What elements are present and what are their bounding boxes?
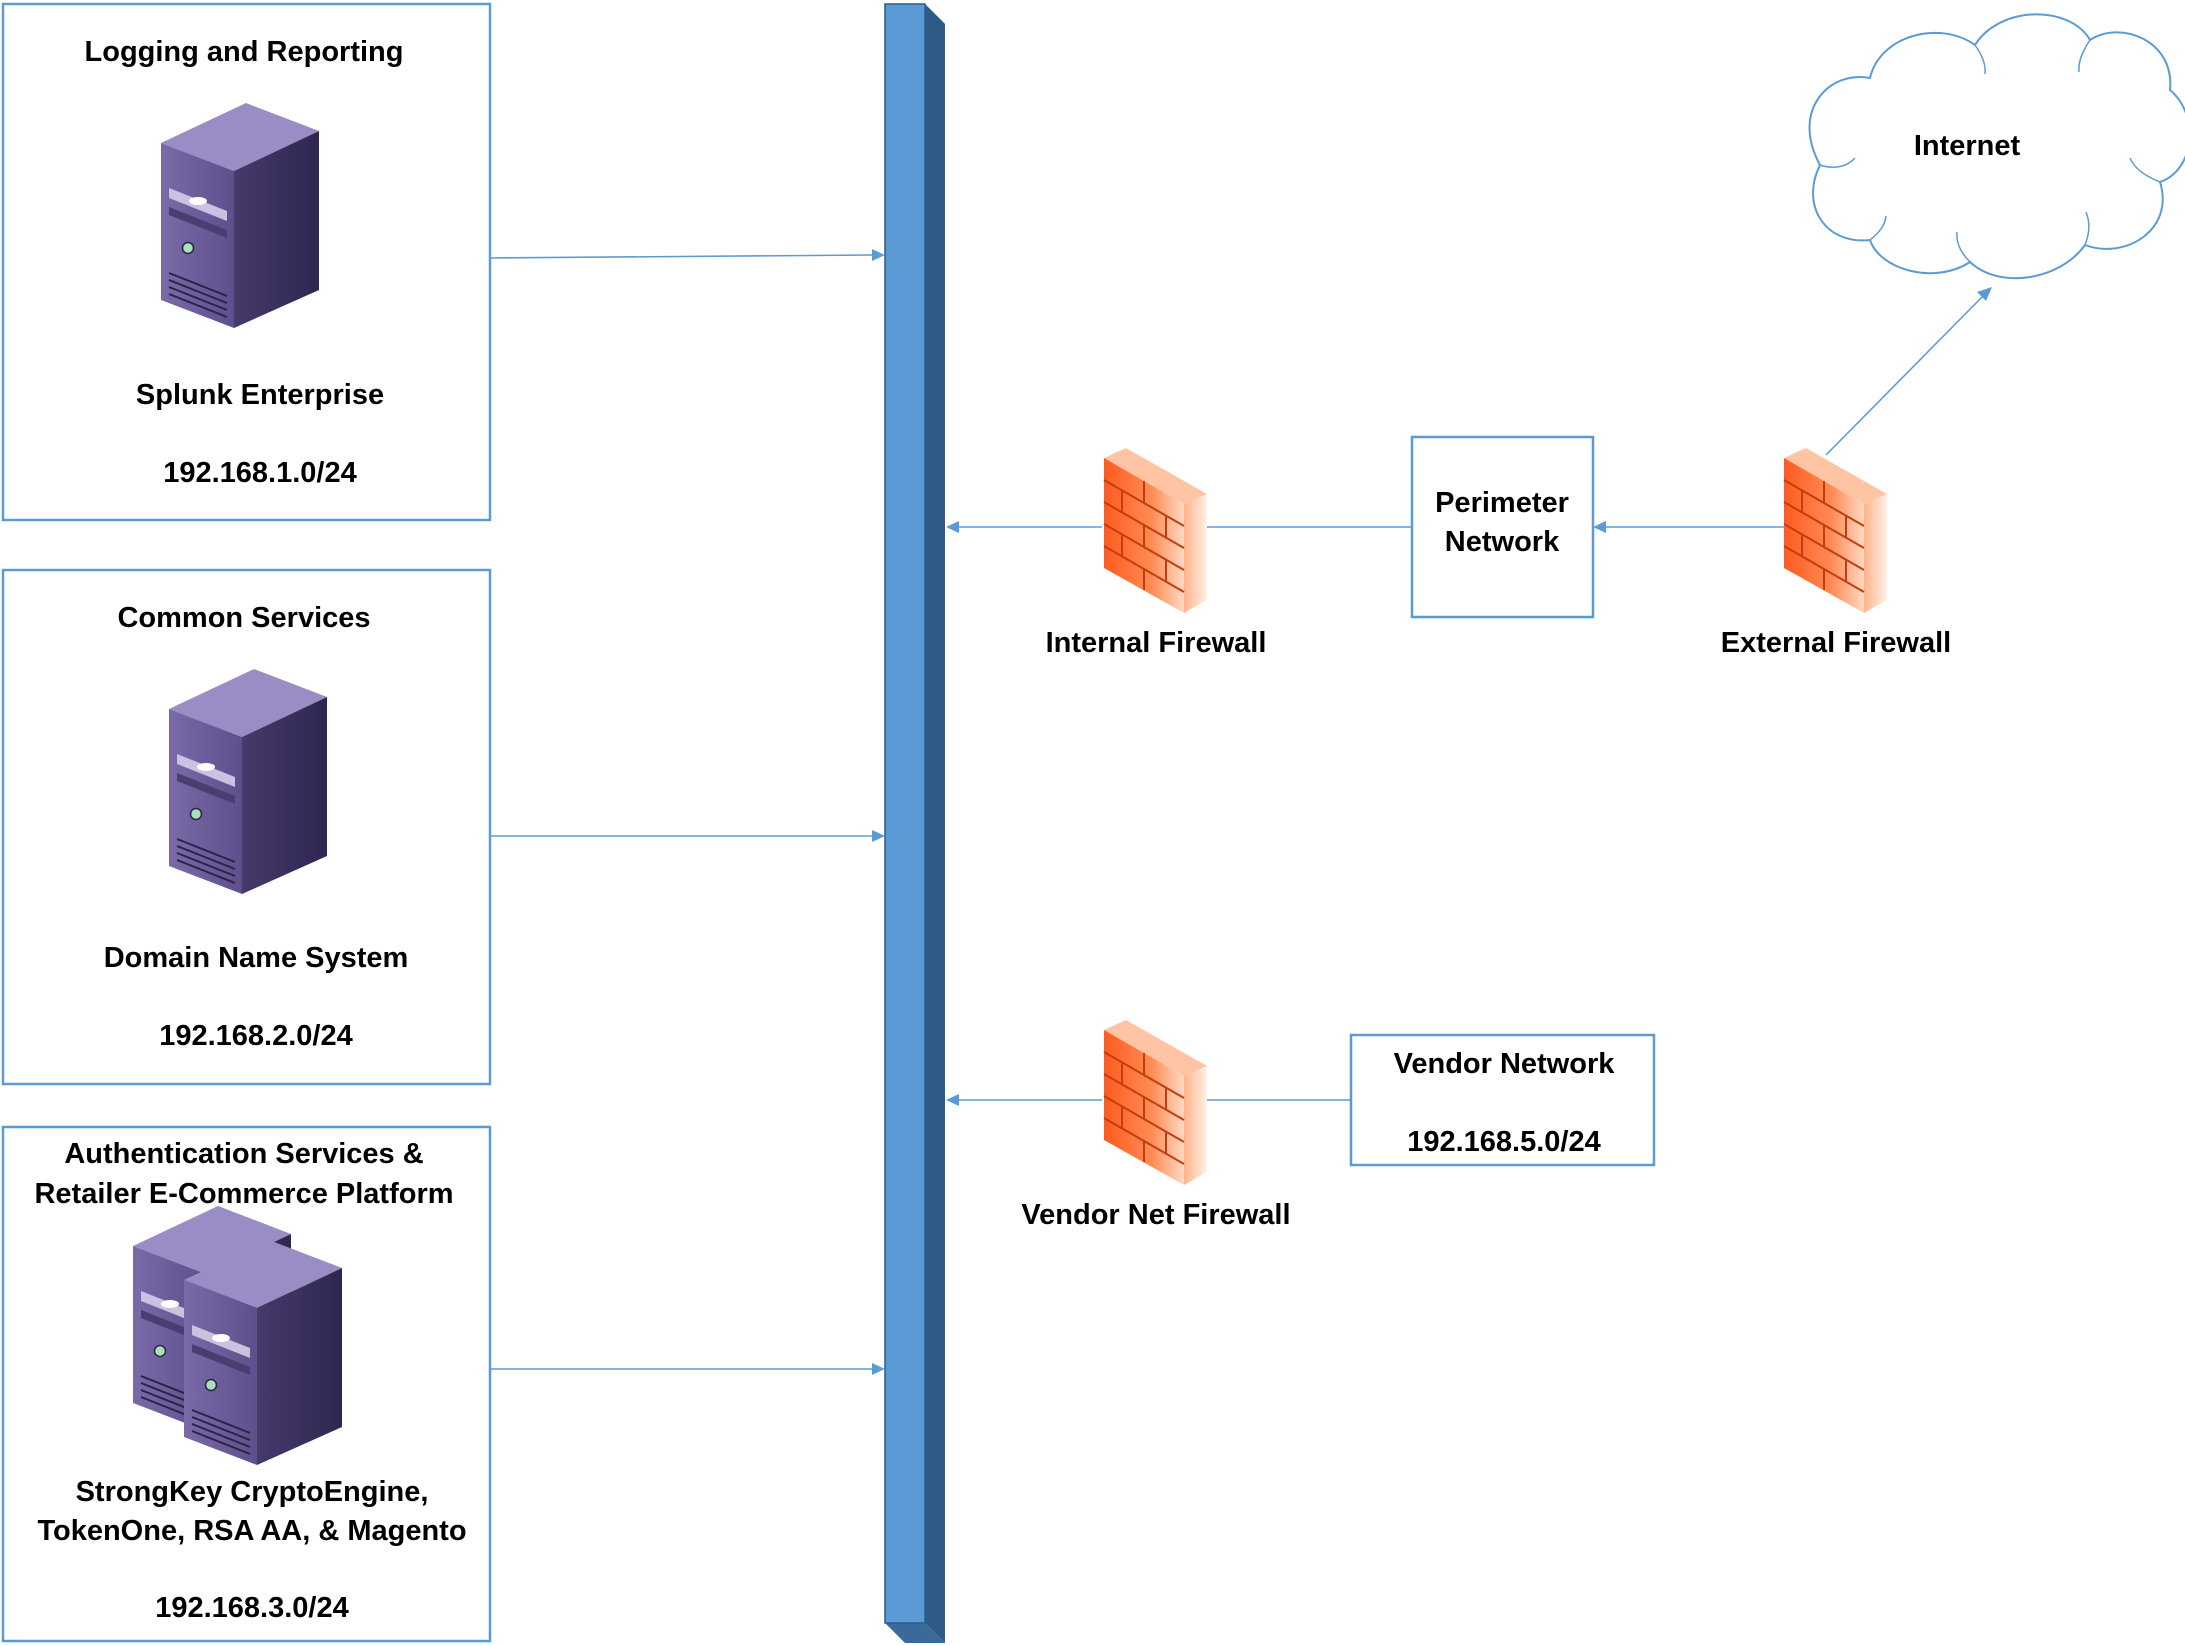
external-firewall-icon: [1783, 447, 1888, 614]
perimeter-network-label-line2: Network: [1445, 526, 1560, 558]
vendor-firewall-label: Vendor Net Firewall: [1021, 1199, 1290, 1231]
auth-subnet-label: 192.168.3.0/24: [155, 1592, 349, 1624]
connector-external-firewall-to-perimeter: [1593, 521, 1786, 533]
common-services-product-label: Domain Name System: [104, 942, 409, 974]
auth-product-line1: StrongKey CryptoEngine,: [76, 1476, 429, 1508]
common-services-segment-title: Common Services: [117, 602, 370, 634]
auth-segment-title-line2: Retailer E-Commerce Platform: [34, 1178, 453, 1210]
connector-logging: [489, 249, 885, 261]
vendor-network-subnet: 192.168.5.0/24: [1407, 1126, 1601, 1158]
internal-firewall-icon: [1103, 447, 1208, 614]
vendor-firewall-icon: [1103, 1019, 1208, 1186]
server-tower-icon: [168, 668, 328, 895]
perimeter-network-label-line1: Perimeter: [1435, 487, 1569, 519]
external-firewall-label: External Firewall: [1721, 627, 1952, 659]
logging-subnet-label: 192.168.1.0/24: [163, 457, 357, 489]
connector-common-services: [490, 830, 885, 842]
cloud-icon: [1808, 13, 2185, 280]
vendor-network-title: Vendor Network: [1394, 1048, 1616, 1080]
auth-segment-title-line1: Authentication Services &: [64, 1138, 423, 1170]
logging-product-label: Splunk Enterprise: [136, 379, 384, 411]
connector-internal-firewall-to-backbone: [946, 521, 1102, 533]
connector-external-firewall-to-internet: [1825, 287, 1992, 456]
connector-auth: [490, 1363, 885, 1375]
internet-label: Internet: [1914, 130, 2021, 162]
server-tower-icon: [160, 102, 320, 329]
auth-product-line2: TokenOne, RSA AA, & Magento: [37, 1515, 466, 1547]
logging-segment-title: Logging and Reporting: [85, 36, 404, 68]
internal-firewall-label: Internal Firewall: [1046, 627, 1267, 659]
perimeter-network-box: [1410, 435, 1595, 619]
connector-vendor-firewall-to-backbone: [946, 1094, 1102, 1106]
network-backbone: [884, 3, 945, 1643]
vendor-network-box: [1349, 1033, 1656, 1167]
common-services-subnet-label: 192.168.2.0/24: [159, 1020, 353, 1052]
